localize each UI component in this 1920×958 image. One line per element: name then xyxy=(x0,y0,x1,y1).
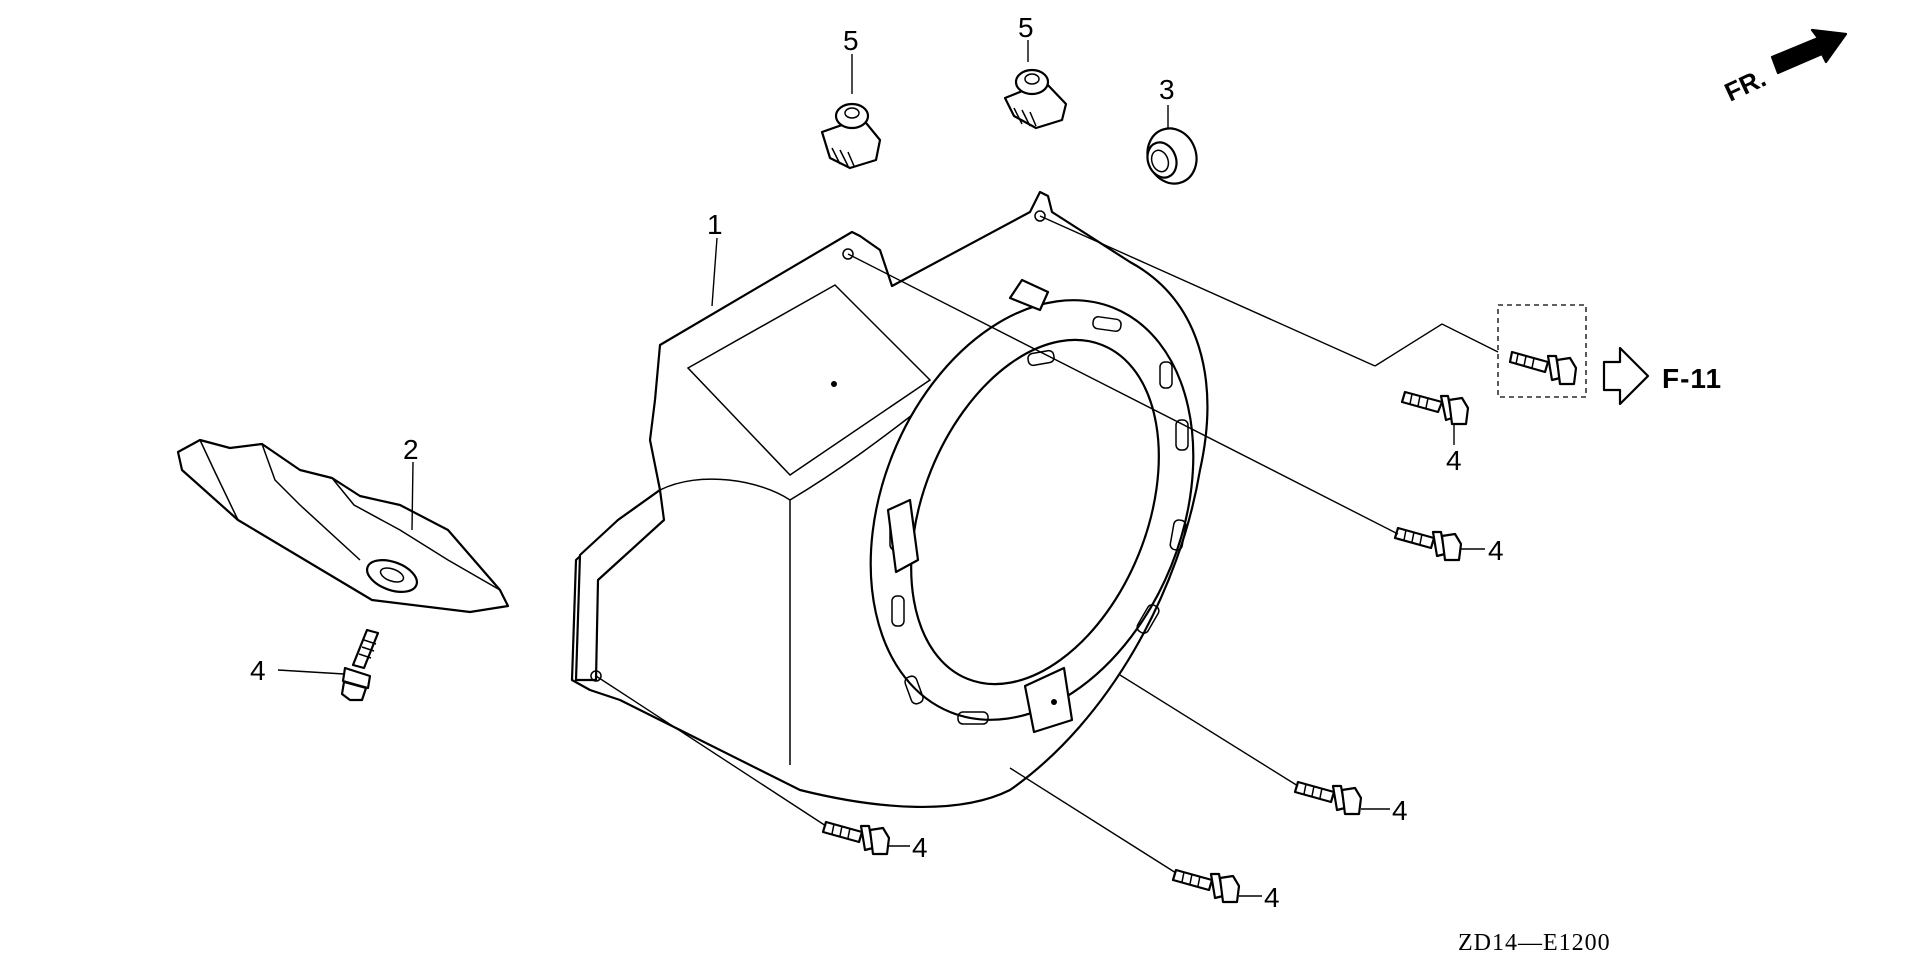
label-bolt-bottom-center: 4 xyxy=(1264,882,1280,913)
drawing-code: ZD14—E1200 xyxy=(1458,930,1611,956)
front-arrow-icon xyxy=(1770,28,1848,75)
blower-housing-part[interactable] xyxy=(570,190,1253,809)
clip-left-part[interactable] xyxy=(820,102,882,170)
label-bolt-bottom-left: 4 xyxy=(912,832,928,863)
reference-page-label: F-11 xyxy=(1662,363,1722,394)
label-blower-housing: 1 xyxy=(707,209,723,240)
clip-right-part[interactable] xyxy=(1003,68,1068,130)
label-bolt-lower-right: 4 xyxy=(1392,795,1408,826)
reference-bolt-icon xyxy=(1508,350,1578,386)
bolt-upper-right-part[interactable] xyxy=(1400,390,1470,426)
bolt-bottom-left-part[interactable] xyxy=(821,820,891,856)
label-bolt-side-cover: 4 xyxy=(250,655,266,686)
label-bolt-upper-right: 4 xyxy=(1446,445,1462,476)
bolt-bottom-center-part[interactable] xyxy=(1171,868,1241,904)
label-bolt-mid-right: 4 xyxy=(1488,535,1504,566)
assembly-lines xyxy=(595,215,1399,874)
grommet-part[interactable] xyxy=(1140,121,1204,190)
label-side-cover: 2 xyxy=(403,434,419,465)
bolt-lower-right-part[interactable] xyxy=(1293,780,1363,816)
bolt-mid-right-part[interactable] xyxy=(1393,526,1463,562)
reference-arrow-icon xyxy=(1602,346,1650,406)
front-indicator-label: FR. xyxy=(1720,63,1771,108)
side-cover-part[interactable] xyxy=(176,438,510,614)
label-grommet: 3 xyxy=(1159,74,1175,105)
label-clip-left: 5 xyxy=(843,25,859,56)
bolt-side-cover-part[interactable] xyxy=(340,628,380,702)
label-clip-right: 5 xyxy=(1018,12,1034,43)
